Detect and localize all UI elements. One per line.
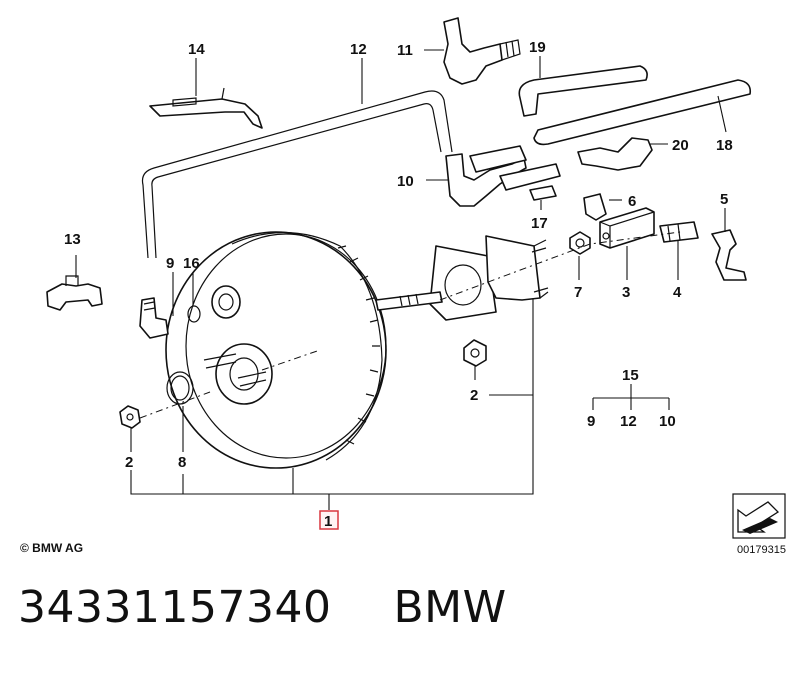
label-1: 1 xyxy=(324,513,332,530)
label-6: 6 xyxy=(628,193,636,210)
sleeve-part-17 xyxy=(529,185,557,201)
label-18: 18 xyxy=(716,137,733,154)
label-20: 20 xyxy=(672,137,689,154)
label-12: 12 xyxy=(350,41,367,58)
connector-part-11 xyxy=(443,17,521,85)
label-15: 15 xyxy=(622,367,639,384)
label-14: 14 xyxy=(188,41,205,58)
lever-part-5 xyxy=(711,229,747,281)
flange-gasket xyxy=(429,245,497,321)
fitting-part-9-left xyxy=(139,297,169,339)
block-part-3 xyxy=(599,207,655,249)
copyright-text: © BMW AG xyxy=(20,541,83,555)
part-labels: 14 12 11 19 18 20 10 6 17 5 13 9 16 7 3 … xyxy=(64,39,733,471)
bracket-part-6 xyxy=(583,193,607,221)
label-13: 13 xyxy=(64,231,81,248)
hose-part-19 xyxy=(518,65,648,117)
label-5: 5 xyxy=(720,191,728,208)
hose-part-18 xyxy=(533,79,752,146)
label-3: 3 xyxy=(622,284,630,301)
seal-part-8 xyxy=(166,371,194,405)
adapter-housing xyxy=(485,235,549,301)
hose-part-12 xyxy=(141,90,453,259)
footer: 34331157340 BMW xyxy=(18,582,569,633)
label-9: 9 xyxy=(166,255,174,272)
assembly-axis-line xyxy=(139,231,681,419)
label-8: 8 xyxy=(178,454,186,471)
label-7: 7 xyxy=(574,284,582,301)
leader-lines xyxy=(75,49,727,510)
nut-part-2-lower xyxy=(119,405,141,429)
label-11: 11 xyxy=(397,42,413,59)
part-number: 34331157340 xyxy=(18,582,332,633)
clip-part-13 xyxy=(46,275,103,311)
label-10-group: 10 xyxy=(659,413,676,430)
label-2-upper: 2 xyxy=(470,387,478,404)
bracket-part-14 xyxy=(149,87,263,129)
brake-booster-part-1 xyxy=(165,231,443,469)
nut-part-7 xyxy=(569,231,591,255)
label-2-lower: 2 xyxy=(125,454,133,471)
label-9-group: 9 xyxy=(587,413,595,430)
label-4: 4 xyxy=(673,284,682,301)
label-16: 16 xyxy=(183,255,200,272)
image-code: 00179315 xyxy=(737,544,786,556)
nut-part-2-upper xyxy=(463,339,487,367)
highlighted-part-1[interactable]: 1 xyxy=(319,510,339,530)
label-12-group: 12 xyxy=(620,413,637,430)
orientation-arrow-icon xyxy=(732,493,786,539)
ring-part-16 xyxy=(187,305,201,323)
label-19: 19 xyxy=(529,39,546,56)
check-valve-part-10 xyxy=(445,145,561,207)
hose-part-20 xyxy=(577,137,653,171)
brand-name: BMW xyxy=(393,582,507,633)
label-10: 10 xyxy=(397,173,414,190)
label-17: 17 xyxy=(531,215,548,232)
